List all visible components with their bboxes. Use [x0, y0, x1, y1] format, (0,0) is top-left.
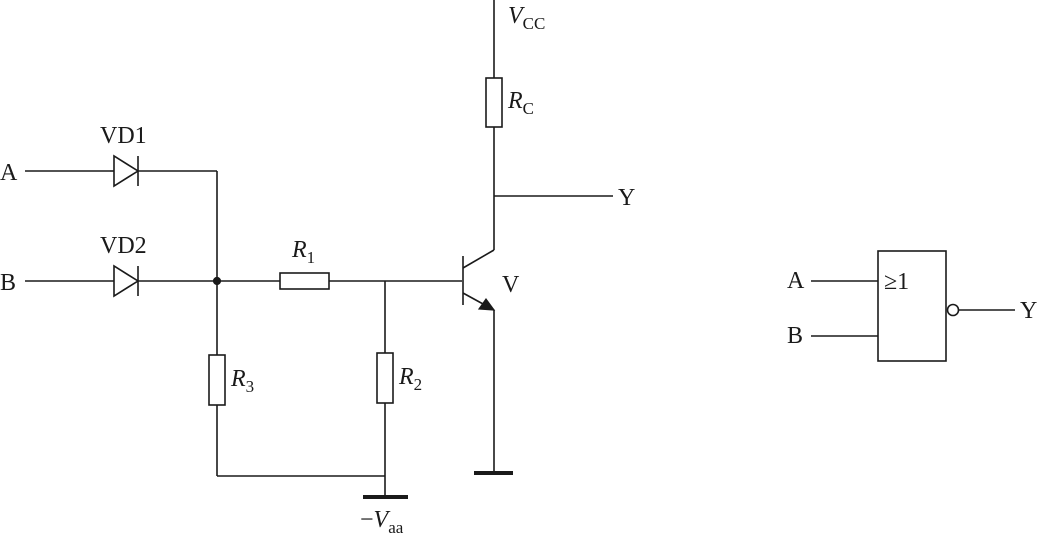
gate-label-b: B	[787, 323, 803, 349]
resistor-r3	[208, 354, 226, 406]
gate-label-y: Y	[1020, 298, 1037, 324]
label-rc: RC	[507, 88, 534, 118]
transistor-v	[462, 228, 513, 475]
label-input-b: B	[0, 270, 16, 296]
resistor-r2	[376, 352, 394, 404]
label-vd1: VD1	[100, 123, 147, 149]
diode-vd1	[113, 154, 140, 188]
label-vd2: VD2	[100, 233, 147, 259]
diode-vd2	[113, 264, 140, 298]
label-r2: R2	[398, 364, 422, 394]
label-transistor-v: V	[502, 272, 520, 298]
label-r1: R1	[291, 237, 315, 267]
gate-body	[877, 250, 947, 362]
label-r3: R3	[230, 366, 254, 396]
label-neg-vaa: −Vaa	[360, 507, 404, 537]
resistor-r1	[279, 272, 330, 290]
label-output-y: Y	[618, 185, 635, 211]
label-vcc: VCC	[508, 3, 545, 33]
nor-gate-symbol: ≥1 A B Y	[787, 250, 1037, 362]
label-input-a: A	[0, 160, 18, 186]
inversion-bubble	[946, 303, 960, 317]
gate-label-a: A	[787, 268, 805, 294]
gate-symbol-label: ≥1	[884, 269, 909, 295]
resistor-rc	[485, 77, 503, 128]
